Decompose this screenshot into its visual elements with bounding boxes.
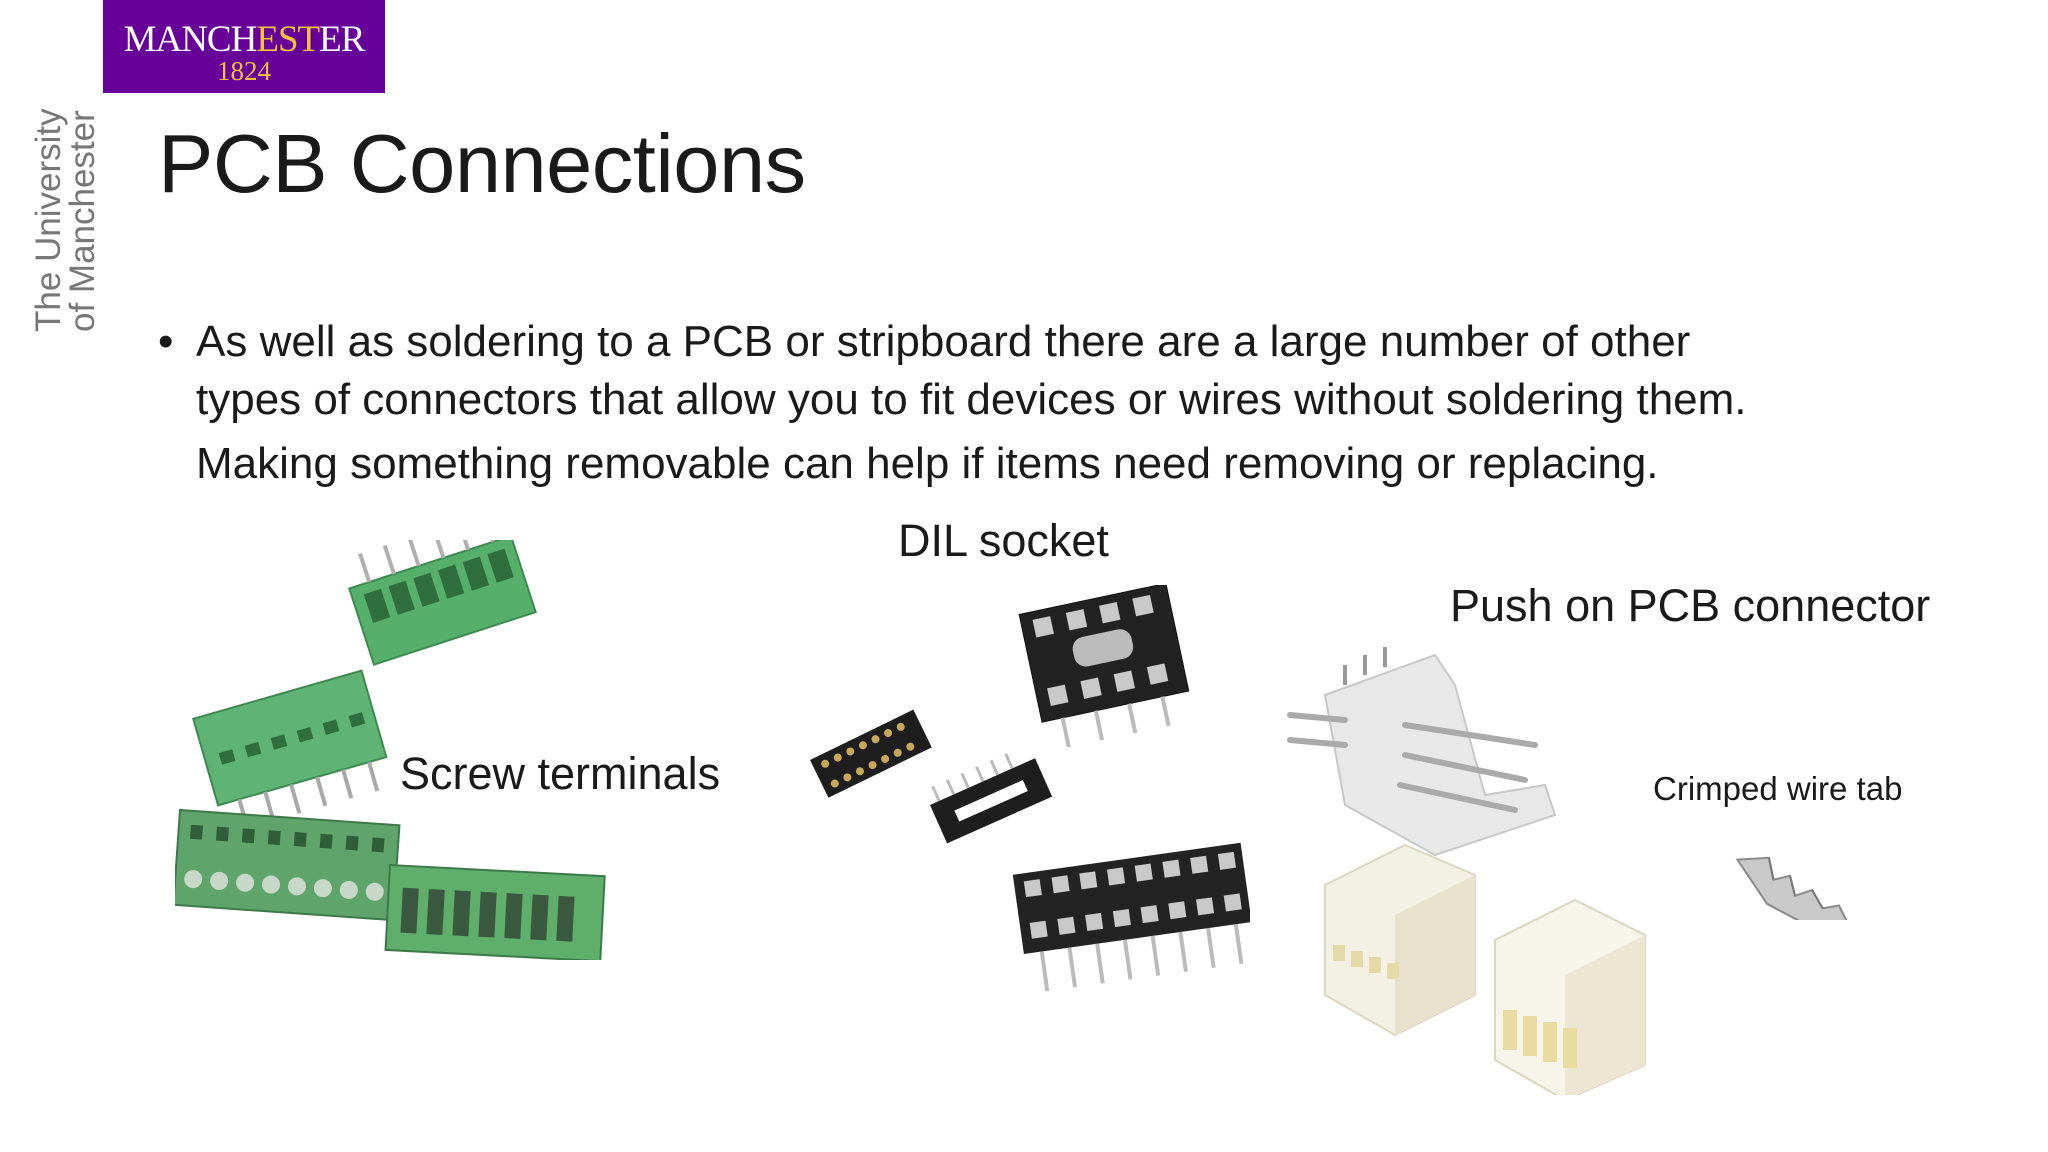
label-screw-terminals: Screw terminals [400,748,721,799]
bullet-text: As well as soldering to a PCB or stripbo… [196,313,1747,493]
bullet-line: Making something removable can help if i… [196,439,1659,488]
bullet-line: types of connectors that allow you to fi… [196,375,1747,424]
dil-socket-image [810,582,1252,1015]
side-text-line2: of Manchester [63,110,100,332]
label-crimped-wire-tab: Crimped wire tab [1653,770,1903,807]
university-logo: MANCHESTER 1824 [103,0,385,93]
label-push-connector: Push on PCB connector [1450,580,1931,631]
screw-terminals-image [172,512,615,963]
side-text-line1: The University [29,108,68,332]
logo-year: 1824 [217,56,271,86]
label-dil-socket: DIL socket [898,515,1109,566]
side-university-name: The University of Manchester [28,100,100,336]
bullet-dot: • [158,317,174,366]
slide-title: PCB Connections [158,117,806,210]
push-connector-image [1285,625,1705,1102]
bullet-line: As well as soldering to a PCB or stripbo… [196,317,1691,366]
crimped-wire-tab-image [1730,830,1890,937]
logo-wordmark: MANCHESTER [123,19,366,60]
